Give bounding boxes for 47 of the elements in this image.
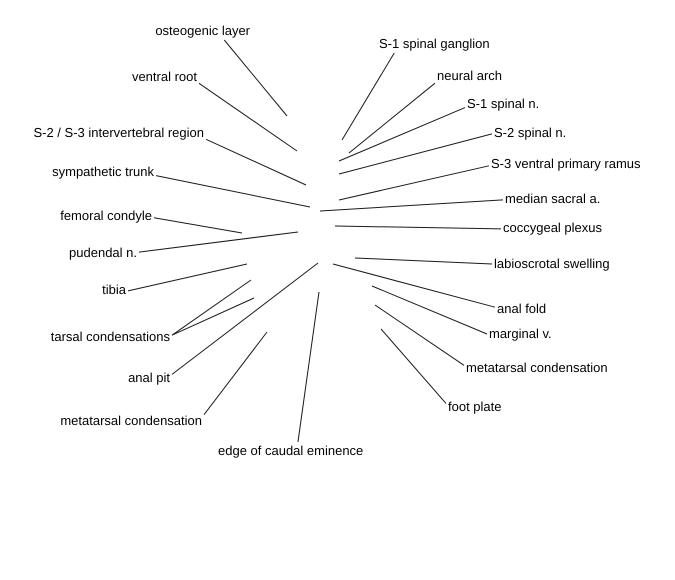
leader-line	[338, 133, 492, 174]
leader-line	[354, 258, 492, 264]
part-label: marginal v.	[487, 325, 554, 343]
part-label: S-1 spinal ganglion	[377, 35, 492, 53]
leader-line	[342, 52, 395, 140]
part-label: median sacral a.	[503, 190, 602, 208]
leader-line	[372, 286, 488, 334]
part-label: metatarsal condensation	[464, 359, 610, 377]
leader-line	[156, 175, 310, 208]
leader-line	[172, 280, 252, 336]
part-label: osteogenic layer	[153, 22, 252, 40]
part-label: tarsal condensations	[48, 328, 172, 346]
part-label: anal fold	[495, 300, 548, 318]
part-label: S-2 / S-3 intervertebral region	[31, 124, 206, 142]
leader-line	[224, 40, 288, 116]
part-label: S-1 spinal n.	[465, 95, 542, 113]
part-label: S-3 ventral primary ramus	[489, 155, 643, 173]
leader-line	[320, 199, 504, 212]
leader-line	[172, 262, 318, 375]
part-label: ventral root	[130, 68, 199, 86]
leader-line	[338, 165, 490, 200]
leader-line	[154, 217, 242, 234]
part-label: pudendal n.	[67, 244, 139, 262]
leader-line	[128, 264, 248, 292]
leader-line	[204, 332, 268, 416]
leader-line	[338, 107, 466, 162]
part-label: coccygeal plexus	[501, 219, 604, 237]
leader-line	[332, 264, 496, 308]
leader-line	[206, 138, 306, 186]
part-label: foot plate	[446, 398, 504, 416]
part-label: labioscrotal swelling	[492, 255, 612, 273]
leader-line	[297, 292, 320, 442]
part-label: tibia	[100, 281, 128, 299]
leader-line	[374, 304, 464, 366]
part-label: edge of caudal eminence	[216, 442, 366, 460]
part-label: femoral condyle	[58, 207, 154, 225]
leader-line	[198, 82, 298, 152]
leader-line	[172, 298, 254, 336]
part-label: anal pit	[126, 369, 172, 387]
leader-line	[380, 328, 446, 404]
leader-line	[348, 82, 436, 154]
part-label: neural arch	[435, 67, 504, 85]
leader-line	[138, 232, 298, 253]
leader-line	[334, 226, 502, 230]
part-label: S-2 spinal n.	[492, 124, 568, 142]
part-label: metatarsal condensation	[58, 412, 204, 430]
part-label: sympathetic trunk	[50, 163, 156, 181]
